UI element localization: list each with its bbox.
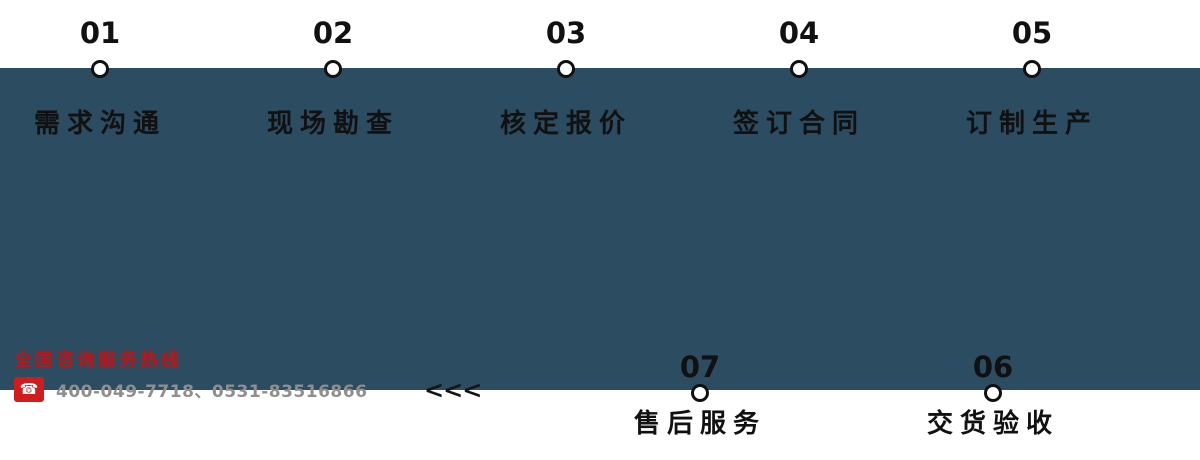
step-number: 01 xyxy=(79,16,121,50)
step-label: 订制生产 xyxy=(965,109,1098,139)
step-dot-icon xyxy=(1023,60,1041,78)
step-02: 02 现场勘查 xyxy=(233,16,433,140)
step-07: 07 售后服务 xyxy=(600,350,800,440)
step-number: 06 xyxy=(972,350,1014,384)
step-05: 05 订制生产 xyxy=(932,16,1132,140)
step-number: 05 xyxy=(1011,16,1053,50)
step-label: 售后服务 xyxy=(633,409,766,439)
step-label: 交货验收 xyxy=(926,409,1059,439)
step-dot-icon xyxy=(557,60,575,78)
hotline-numbers: 400-049-7718、0531-83516866 xyxy=(56,382,368,402)
step-number: 04 xyxy=(778,16,820,50)
chevrons-left-icon: <<< xyxy=(424,376,482,404)
step-label: 现场勘查 xyxy=(266,109,399,139)
step-label: 核定报价 xyxy=(499,109,632,139)
step-06: 06 交货验收 xyxy=(893,350,1093,440)
hotline: ☎ 400-049-7718、0531-83516866 xyxy=(14,377,367,402)
step-number: 02 xyxy=(312,16,354,50)
step-dot-icon xyxy=(984,384,1002,402)
step-number: 07 xyxy=(679,350,721,384)
step-label: 需求沟通 xyxy=(33,109,166,139)
step-number: 03 xyxy=(545,16,587,50)
step-dot-icon xyxy=(91,60,109,78)
hotline-title: 全国咨询服务热线 xyxy=(14,350,182,371)
step-dot-icon xyxy=(324,60,342,78)
step-04: 04 签订合同 xyxy=(699,16,899,140)
step-01: 01 需求沟通 xyxy=(0,16,200,140)
phone-icon: ☎ xyxy=(14,377,44,402)
step-03: 03 核定报价 xyxy=(466,16,666,140)
background-band xyxy=(0,68,1200,390)
step-dot-icon xyxy=(790,60,808,78)
step-dot-icon xyxy=(691,384,709,402)
step-label: 签订合同 xyxy=(732,109,865,139)
